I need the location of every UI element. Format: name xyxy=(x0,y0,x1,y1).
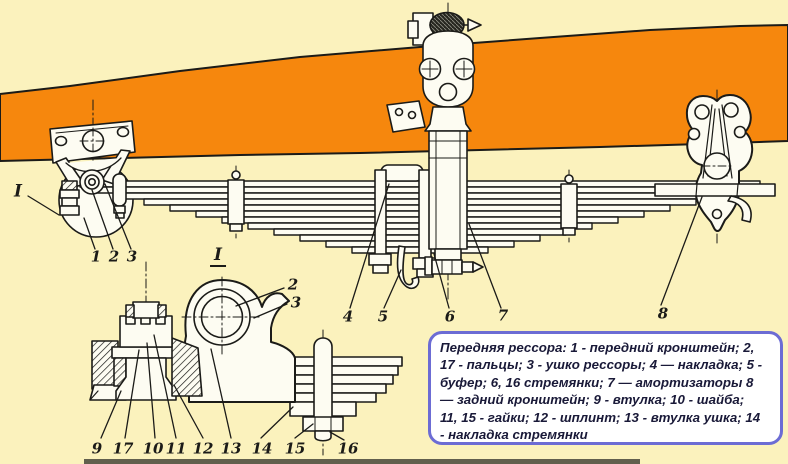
cotter-pin xyxy=(157,304,167,318)
rear-bracket xyxy=(654,89,776,244)
frame-bracket xyxy=(386,100,426,133)
bolt-hole xyxy=(116,126,130,138)
caption-line: 17 - пальцы; 3 - ушко рессоры; 4 — накла… xyxy=(440,357,763,373)
pin-nut xyxy=(61,180,78,191)
detail-u-bolt xyxy=(313,337,333,419)
detail-nut xyxy=(302,416,344,432)
front-bracket xyxy=(49,99,136,219)
spring-clamp-front xyxy=(227,165,245,239)
shock-tube xyxy=(428,130,468,250)
caption-box: Передняя рессора: 1 - передний кронштейн… xyxy=(428,331,783,445)
caption-line: Передняя рессора: 1 - передний кронштейн… xyxy=(440,340,755,355)
shackle-pin xyxy=(112,173,127,207)
caption-line: - накладка стремянки xyxy=(440,427,588,443)
detail-view xyxy=(89,261,403,456)
bolt-hole xyxy=(54,135,68,147)
caption-line: 11, 15 - гайки; 12 - шплинт; 13 - втулка… xyxy=(440,409,761,425)
bracket-section xyxy=(171,337,203,397)
rebound-hook xyxy=(727,195,752,223)
spring-clamp-rear xyxy=(560,169,578,243)
caption-line: буфер; 6, 16 стремянки; 7 — амортизаторы… xyxy=(440,374,754,390)
caption-line: — задний кронштейн; 9 - втулка; 10 - шай… xyxy=(440,392,745,408)
buffer-hook xyxy=(396,245,420,290)
scan-edge-strip xyxy=(84,459,640,464)
shock-absorber xyxy=(386,2,484,301)
top-pad xyxy=(380,164,424,182)
frame-rail xyxy=(0,24,788,162)
pin-end xyxy=(132,301,160,319)
leaf-through-bracket xyxy=(654,183,776,197)
leader-lines xyxy=(27,183,703,441)
cotter-pin xyxy=(125,304,135,318)
